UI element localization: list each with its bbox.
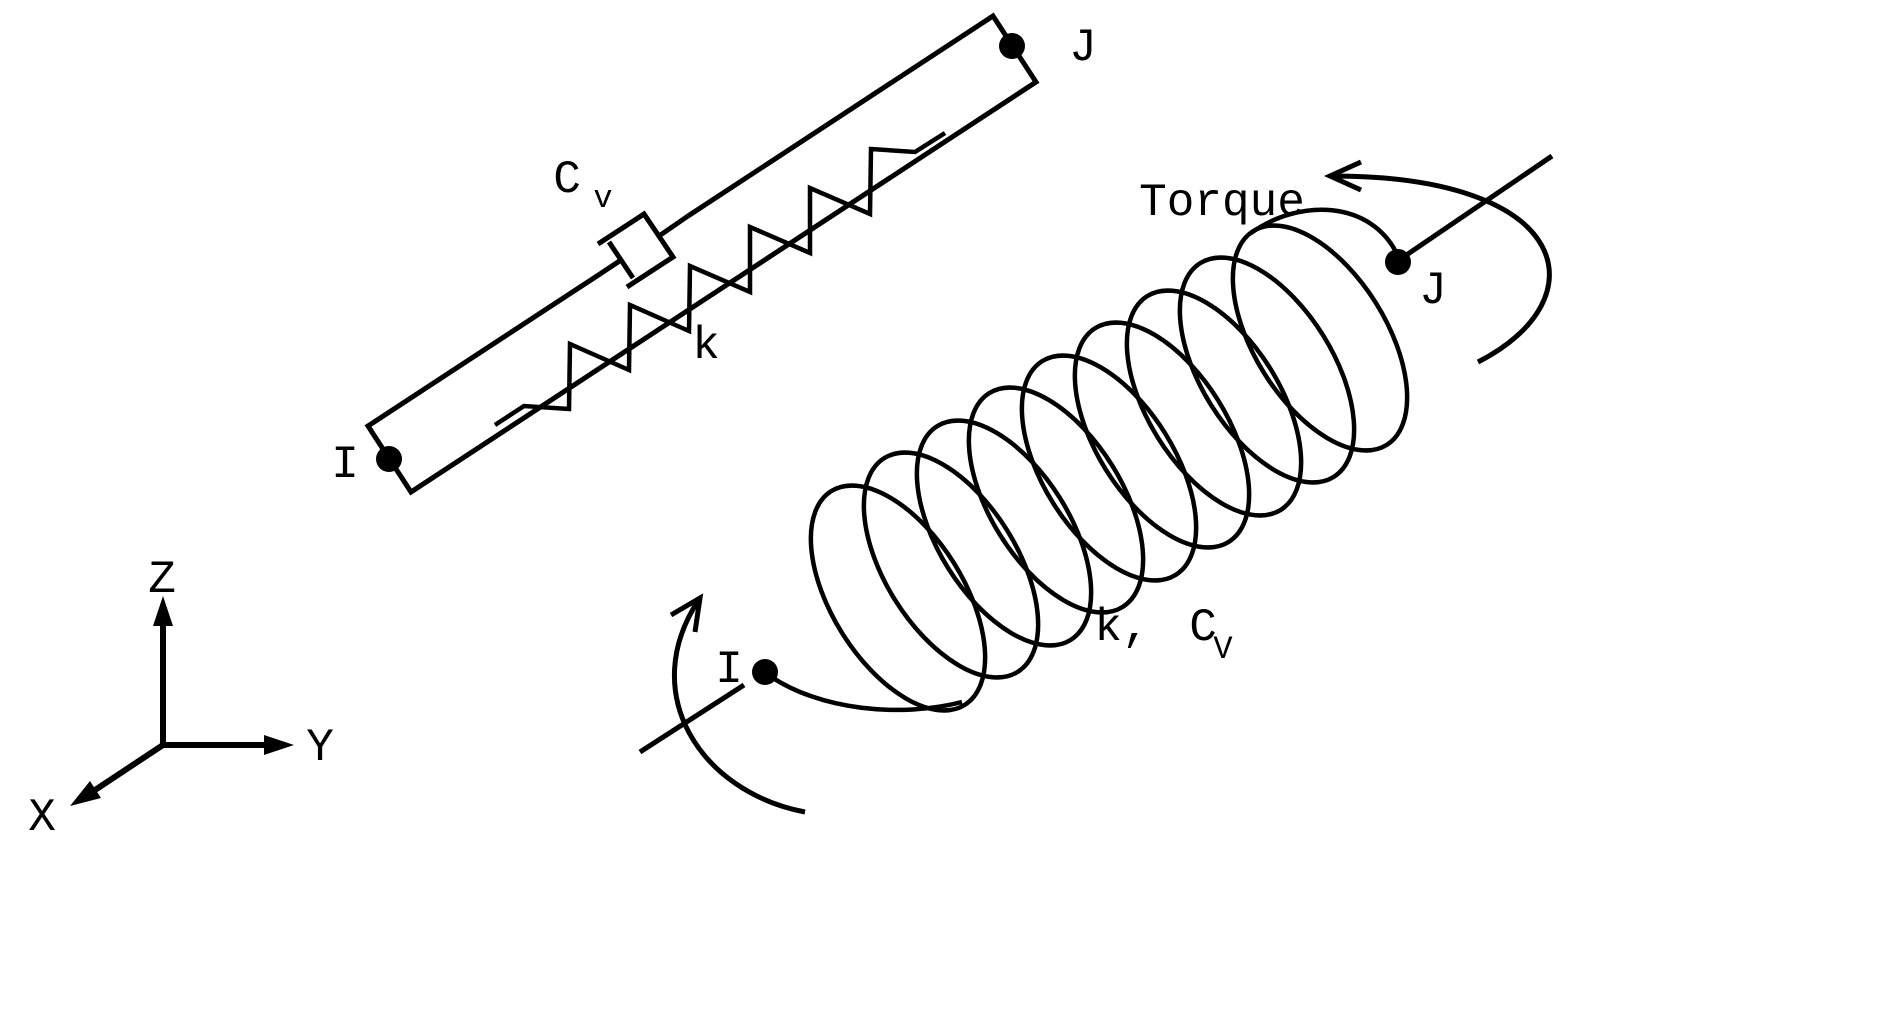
coordinate-triad: Z Y X [28,554,334,844]
torque-arrow-j-arc [1329,173,1552,365]
torque-arrow-j-head [1323,159,1363,193]
linear-spring-damper-element: I J C v k [331,12,1097,496]
torque-label: Torque [1139,177,1305,229]
coil-lead-j [1249,207,1401,257]
node-i-label: I [331,439,359,491]
node-i-dot [376,446,402,472]
z-axis-label: Z [148,554,176,606]
node-j-label: J [1069,22,1097,74]
torsional-spring-element: I J Torque k, C V [638,153,1554,815]
spring-constant-label: k, [1094,602,1149,654]
x-axis [90,742,165,795]
damper-rod-right [657,213,690,239]
torque-arrow-i-arc [671,596,806,815]
damping-constant-label: C [1189,602,1217,654]
coil [808,223,1410,713]
spring-zigzag [493,131,947,427]
torque-arrow-i-head [669,593,704,633]
y-axis-label: Y [306,722,334,774]
coil-lead-i [768,674,963,713]
coil-loop [861,450,1041,680]
x-axis-label: X [28,792,56,844]
coil-loop [1019,353,1199,583]
damper-label: C [553,154,581,206]
coil-loop [1124,288,1304,518]
coil-loop [1072,320,1252,550]
node-j-dot [999,33,1025,59]
node-i-label: I [715,644,743,696]
coil-loop [966,385,1146,615]
coil-loop [808,483,988,713]
shaft-line-i [638,682,746,755]
y-axis-arrowhead [264,735,294,755]
damper-symbol [596,210,690,290]
x-axis-arrowhead [70,781,101,806]
node-i-dot [752,659,778,685]
spring-label: k [692,320,720,372]
z-axis-arrowhead [153,596,173,626]
coil-loop [1177,255,1357,485]
damper-piston-plate [606,240,636,280]
node-j-dot [1385,249,1411,275]
element-outline [364,12,1040,496]
damper-cylinder [596,210,677,290]
node-j-label: J [1419,265,1447,317]
shaft-line-j [1400,153,1554,261]
damping-subscript: V [1213,631,1233,668]
coil-loop [914,418,1094,648]
damper-rod-left [598,257,623,277]
damper-subscript: v [593,180,612,217]
